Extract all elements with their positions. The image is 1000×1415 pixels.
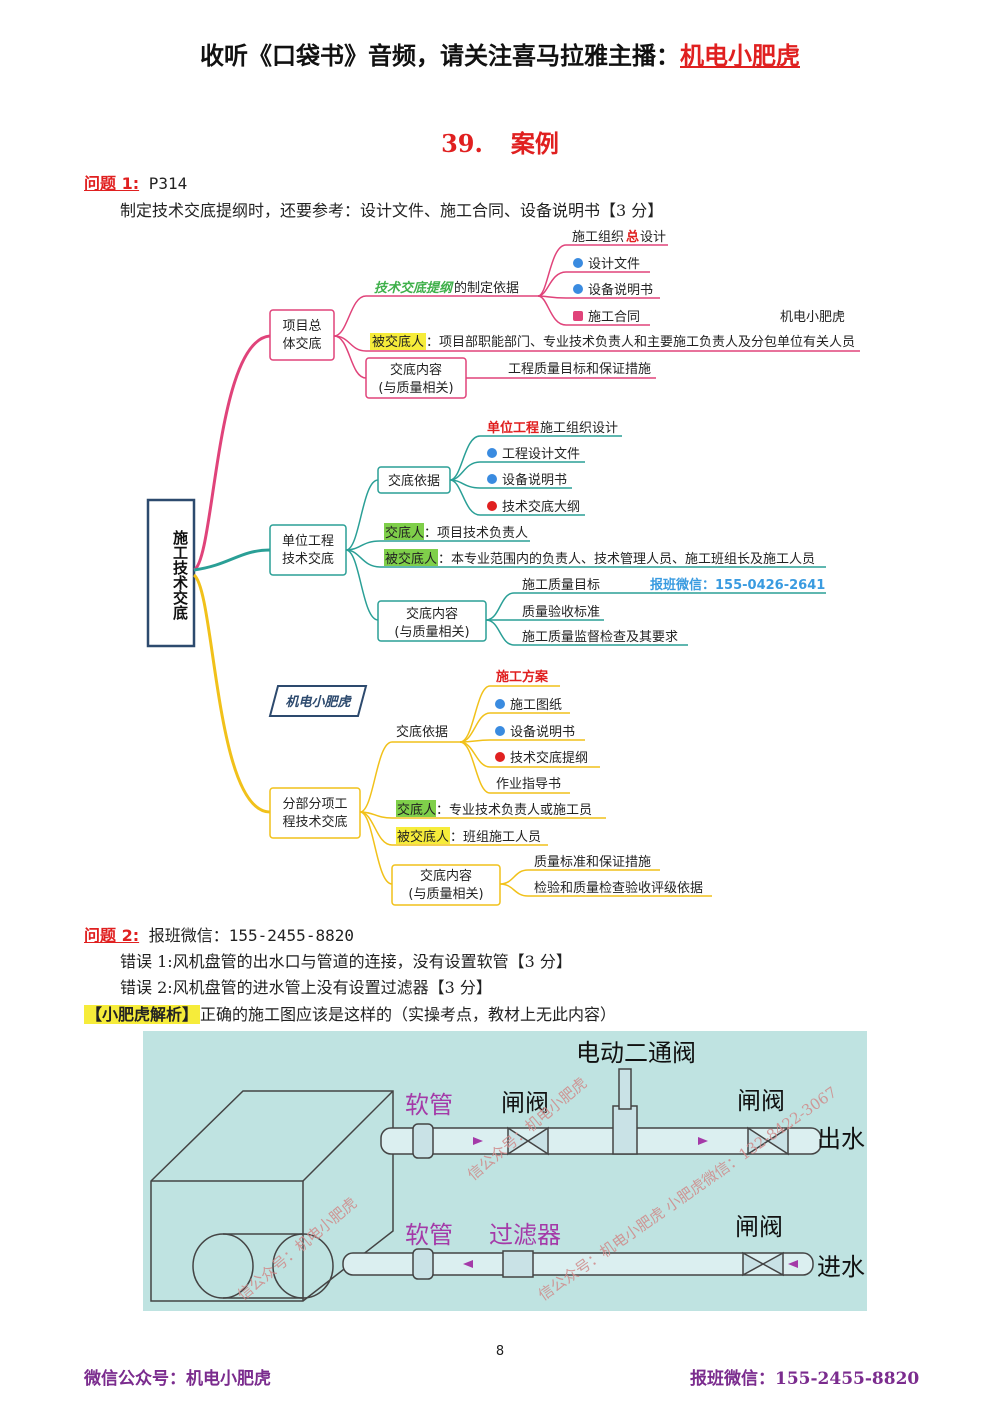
q2-err2: 错误 2:风机盘管的进水管上没有设置过滤器【3 分】 [120,978,492,997]
label-soft-2: 软管 [405,1221,453,1249]
b1-content-item: 工程质量目标和保证措施 [508,362,651,377]
b1-title-2: 体交底 [282,336,321,352]
b1-title-1: 项目总 [282,319,321,334]
b1-watermark: 机电小肥虎 [780,310,845,325]
b3-content-1: 交底内容 [420,868,472,884]
b3-item-4: 作业指导书 [496,777,561,792]
b1-basis-b: 的制定依据 [454,280,519,296]
globe-icon [495,699,505,709]
b3-title-1: 分部分项工 [282,797,347,812]
b3-c-item-0: 质量标准和保证措施 [534,855,651,870]
b1-item-5: 施工合同 [588,310,640,325]
label-in: 进水 [817,1253,865,1281]
b1-item-1: 总 [626,229,639,245]
label-gate-1: 闸阀 [501,1089,549,1117]
alert-icon [487,501,497,511]
b2-c-item-0: 施工质量目标 [522,578,600,593]
b3-title-2: 程技术交底 [282,814,347,830]
q1-line: 问题 1: P314 [84,170,187,194]
b2-c-item-1: 质量验收标准 [522,604,600,620]
watermark-3: 信公众号：机电小肥虎 [234,1194,360,1304]
b3-content-2: (与质量相关) [408,887,483,902]
page-number: 8 [495,1344,505,1359]
b1-content-2: (与质量相关) [378,381,453,396]
b3-recv-tag: 被交底人 [397,829,449,845]
analysis-text: 正确的施工图应该是这样的（实操考点，教材上无此内容） [200,1005,617,1024]
q2-line: 问题 2: 报班微信：155-2455-8820 [84,922,354,946]
b2-giver-text: ：项目技术负责人 [424,526,528,541]
b2-item-1: 施工组织设计 [540,421,618,436]
mindmap-root-box [146,498,196,648]
badge: 机电小肥虎 [285,694,352,710]
q2-ref: 报班微信：155-2455-8820 [148,926,354,945]
label-filter: 过滤器 [489,1221,561,1249]
label-soft-1: 软管 [405,1091,453,1119]
b2-item-3: 设备说明书 [502,472,567,488]
q1-label: 问题 1: [84,174,140,193]
q1-ref: P314 [148,174,188,193]
section-number: 39. [441,129,483,158]
q1-answer: 制定技术交底提纲时，还要参考：设计文件、施工合同、设备说明书【3 分】 [120,201,664,220]
b1-content-1: 交底内容 [390,362,442,378]
b2-content-2: (与质量相关) [394,625,469,640]
b2-title-1: 单位工程 [282,534,334,549]
contract-icon [573,311,583,321]
footer-left: 微信公众号：机电小肥虎 [84,1369,271,1389]
b2-contact: 报班微信：155-0426-2641 [650,577,825,593]
q2-label: 问题 2: [84,926,140,945]
b1-item-4: 设备说明书 [588,282,653,298]
b3-recv-text: ：班组施工人员 [450,830,541,845]
b1-item-2: 设计 [640,230,666,245]
b3-item-1: 施工图纸 [510,698,562,713]
check-icon [495,726,505,736]
header-prefix: 收听《口袋书》音频，请关注喜马拉雅主播： [200,41,680,70]
globe-icon [487,448,497,458]
page-header: 收听《口袋书》音频，请关注喜马拉雅主播：机电小肥虎 [0,36,1000,71]
section-text: 案例 [510,129,559,158]
b3-basis: 交底依据 [396,724,448,740]
b3-c-item-1: 检验和质量检查验收评级依据 [534,880,703,896]
header-host-link[interactable]: 机电小肥虎 [680,41,800,70]
b2-item-2: 工程设计文件 [502,447,580,462]
section-title: 39. 案例 [0,124,1000,159]
check-icon [573,284,583,294]
mindmap-root-label: 施工技术交底 [171,529,189,620]
b2-title-2: 技术交底 [282,551,334,567]
mindmap: 项目总 体交底 技术交底提纲 的制定依据 施工组织 总 设计 设计文件 设备说明… [146,229,860,906]
b2-item-4: 技术交底大纲 [502,499,580,515]
globe-icon [573,258,583,268]
label-electric-valve: 电动二通阀 [576,1039,696,1067]
check-icon [487,474,497,484]
b2-recv-tag: 被交底人 [385,551,437,567]
q2-analysis: 【小肥虎解析】正确的施工图应该是这样的（实操考点，教材上无此内容） [84,1001,616,1025]
b3-item-3: 技术交底提纲 [510,750,588,766]
b3-item-0: 施工方案 [496,669,549,685]
label-out: 出水 [817,1125,865,1153]
pipe-diagram-svg: 电动二通阀 软管 闸阀 闸阀 出水 软管 过滤器 闸阀 进水 信公众号：机电小肥… [150,1039,865,1304]
b1-item-0: 施工组织 [572,230,624,245]
footer-right: 报班微信：155-2455-8820 [690,1369,920,1389]
b3-giver-tag: 交底人 [397,802,436,818]
b1-item-3: 设计文件 [588,257,640,272]
b1-basis-a: 技术交底提纲 [374,280,454,296]
b1-recv-tag: 被交底人 [372,334,424,350]
b2-c-item-2: 施工质量监督检查及其要求 [522,630,678,645]
b3-item-2: 设备说明书 [510,724,575,740]
b2-giver-tag: 交底人 [385,525,424,541]
b2-content-1: 交底内容 [406,606,458,622]
pipe-diagram: 电动二通阀 软管 闸阀 闸阀 出水 软管 过滤器 闸阀 进水 信公众号：机电小肥… [143,1031,867,1311]
b1-recv-text: ：项目部职能部门、专业技术负责人和主要施工负责人及分包单位有关人员 [426,335,855,350]
b2-item-0: 单位工程 [487,420,539,436]
analysis-tag: 【小肥虎解析】 [84,1005,201,1024]
label-gate-3: 闸阀 [735,1213,783,1241]
label-gate-2: 闸阀 [737,1087,785,1115]
b2-recv-text: ：本专业范围内的负责人、技术管理人员、施工班组长及施工人员 [438,551,815,567]
b3-giver-text: ：专业技术负责人或施工员 [436,803,592,818]
b2-basis: 交底依据 [388,473,440,489]
alert-icon [495,752,505,762]
q2-err1: 错误 1:风机盘管的出水口与管道的连接，没有设置软管【3 分】 [120,952,572,971]
